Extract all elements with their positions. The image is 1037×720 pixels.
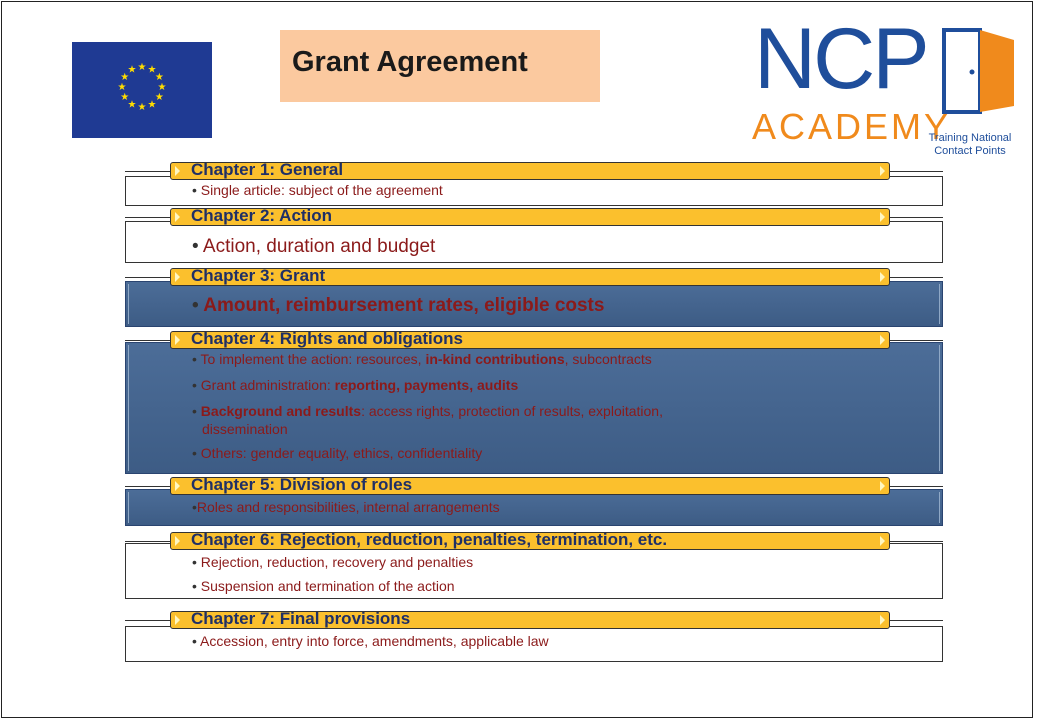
svg-text:★: ★	[138, 102, 147, 113]
chevron-right-icon	[880, 335, 885, 345]
list-item-continuation: dissemination	[202, 421, 288, 437]
chapter-3-title: Chapter 3: Grant	[191, 266, 326, 285]
svg-text:★: ★	[118, 82, 127, 93]
open-door-icon	[942, 28, 1014, 114]
chapter-6-header: Chapter 6: Rejection, reduction, penalti…	[170, 530, 890, 550]
chevron-right-icon	[175, 212, 180, 222]
chevron-right-icon	[880, 272, 885, 282]
chapter-4-box	[125, 342, 943, 474]
list-item: • Amount, reimbursement rates, eligible …	[192, 295, 605, 316]
chevron-right-icon	[880, 166, 885, 176]
chevron-right-icon	[175, 166, 180, 176]
logo-tagline: Training National Contact Points	[910, 132, 1030, 158]
list-item: • Rejection, reduction, recovery and pen…	[192, 554, 474, 570]
svg-text:★: ★	[158, 82, 167, 93]
list-item: • Single article: subject of the agreeme…	[192, 182, 443, 198]
list-item: • Background and results: access rights,…	[192, 403, 663, 419]
logo-academy-text: ACADEMY	[752, 106, 952, 147]
page-title: Grant Agreement	[292, 46, 528, 78]
list-item: • Grant administration: reporting, payme…	[192, 377, 519, 393]
chevron-right-icon	[175, 615, 180, 625]
svg-text:★: ★	[120, 92, 129, 103]
svg-text:★: ★	[138, 62, 147, 73]
title-banner: Grant Agreement	[280, 30, 600, 102]
chevron-right-icon	[880, 536, 885, 546]
chapter-5-header: Chapter 5: Division of roles	[170, 475, 890, 495]
chapter-4-title: Chapter 4: Rights and obligations	[191, 329, 464, 348]
list-item: • Action, duration and budget	[192, 236, 436, 257]
chapter-7-title: Chapter 7: Final provisions	[191, 609, 411, 628]
chevron-right-icon	[175, 272, 180, 282]
list-item: • To implement the action: resources, in…	[192, 351, 652, 367]
chapter-2-header: Chapter 2: Action	[170, 206, 890, 226]
chapter-3-header: Chapter 3: Grant	[170, 266, 890, 286]
eu-stars-icon: ★ ★ ★ ★ ★ ★ ★ ★ ★ ★ ★ ★	[118, 62, 167, 113]
list-item: • Accession, entry into force, amendment…	[192, 633, 549, 649]
chapter-7-header: Chapter 7: Final provisions	[170, 609, 890, 629]
svg-text:★: ★	[155, 72, 164, 83]
svg-text:★: ★	[128, 65, 137, 76]
list-item: • Suspension and termination of the acti…	[192, 578, 455, 594]
logo-ncp-text: NCP	[754, 11, 930, 107]
chapter-6-title: Chapter 6: Rejection, reduction, penalti…	[191, 530, 668, 549]
chapter-4-header: Chapter 4: Rights and obligations	[170, 329, 890, 349]
list-item: •Roles and responsibilities, internal ar…	[192, 499, 500, 515]
svg-text:★: ★	[148, 99, 157, 110]
chapter-1-title: Chapter 1: General	[191, 160, 344, 179]
eu-flag-logo: ★ ★ ★ ★ ★ ★ ★ ★ ★ ★ ★ ★	[72, 42, 212, 138]
svg-text:★: ★	[120, 72, 129, 83]
logo-tagline-line1: Training National	[928, 132, 1012, 144]
chapter-3-box	[125, 281, 943, 327]
chevron-right-icon	[880, 212, 885, 222]
chevron-right-icon	[880, 481, 885, 491]
chevron-right-icon	[175, 335, 180, 345]
logo-tagline-line2: Contact Points	[934, 145, 1006, 157]
chapter-5-box	[125, 489, 943, 526]
chevron-right-icon	[175, 481, 180, 491]
svg-text:★: ★	[148, 65, 157, 76]
chevron-right-icon	[880, 615, 885, 625]
chapter-5-title: Chapter 5: Division of roles	[191, 475, 413, 494]
chevron-right-icon	[175, 536, 180, 546]
chapter-2-title: Chapter 2: Action	[191, 206, 333, 225]
svg-text:★: ★	[128, 99, 137, 110]
chapter-1-header: Chapter 1: General	[170, 160, 890, 180]
list-item: • Others: gender equality, ethics, confi…	[192, 445, 483, 461]
svg-text:★: ★	[155, 92, 164, 103]
ncp-academy-logo: NCP ACADEMY Training National Contact Po…	[750, 11, 1030, 166]
